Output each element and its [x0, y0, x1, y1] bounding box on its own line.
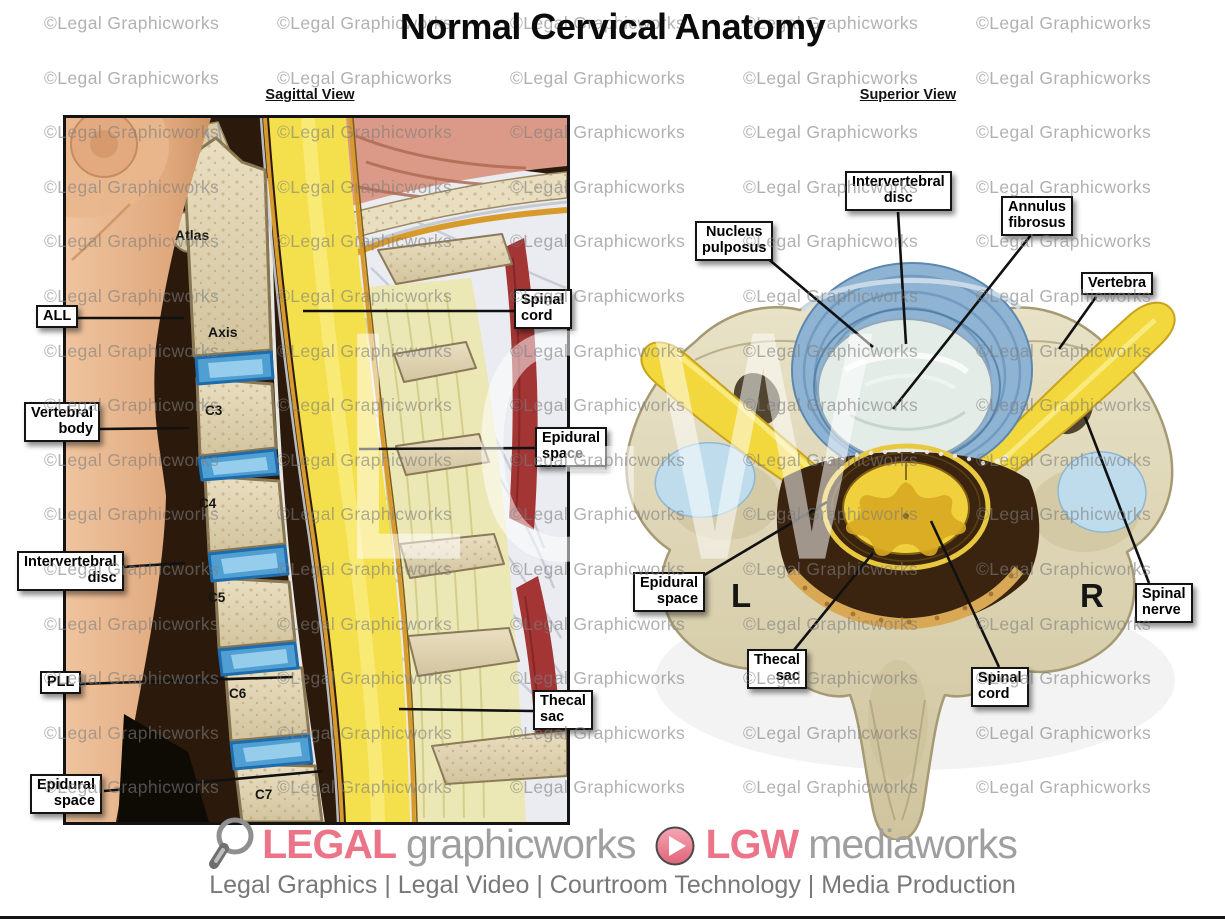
label-line-text: cord: [978, 686, 1010, 703]
sagittal-text-c6: C6: [229, 686, 247, 701]
label-line-text: PLL: [47, 674, 75, 690]
label-line-text: body: [58, 421, 94, 438]
label-line-text: Thecal: [754, 652, 800, 668]
label-line-text: ALL: [43, 308, 72, 324]
bottom-border: [0, 916, 1225, 919]
brand-legal: LEGAL: [262, 820, 397, 867]
label-line-text: space: [53, 793, 96, 810]
footer-brand: LEGAL graphicworks LGW mediaworks: [0, 814, 1225, 874]
sagittal-label-all: ALL: [36, 305, 79, 329]
sagittal-text-axis: Axis: [208, 324, 238, 340]
label-line-text: space: [656, 591, 699, 608]
brand-lgw: LGW: [705, 820, 800, 867]
label-line-text: cord: [521, 308, 553, 325]
sagittal-text-c7: C7: [255, 787, 273, 802]
label-line-text: Epidural: [542, 430, 601, 446]
sagittal-text-c3: C3: [205, 403, 223, 418]
label-line-text: sac: [540, 709, 565, 726]
label-line-text: nerve: [1142, 602, 1181, 619]
sagittal-text-c5: C5: [208, 590, 226, 605]
watermark-tile: ©Legal Graphicworks: [510, 67, 686, 88]
watermark-tile: ©Legal Graphicworks: [277, 67, 453, 88]
watermark-tile: ©Legal Graphicworks: [44, 67, 220, 88]
superior-text-side-left: L: [731, 577, 752, 614]
label-line-text: Spinal: [1142, 586, 1186, 602]
label-line-text: Spinal: [978, 670, 1022, 686]
sagittal-text-atlas: Atlas: [175, 227, 210, 243]
watermark-tile: ©Legal Graphicworks: [976, 67, 1152, 88]
magnifier-icon: [209, 817, 254, 869]
label-line-text: pulposus: [702, 240, 767, 257]
label-line-text: Nucleus: [706, 224, 763, 240]
label-line-text: Intervertebral: [852, 174, 945, 190]
sagittal-view-heading: Sagittal View: [265, 87, 355, 103]
page-title: Normal Cervical Anatomy: [399, 6, 826, 47]
superior-label-vertebra: Vertebra: [1081, 272, 1154, 296]
sagittal-text-c4: C4: [199, 496, 217, 511]
watermark-tile: ©Legal Graphicworks: [743, 67, 919, 88]
superior-illustration: [625, 262, 1176, 840]
superior-view-heading: Superior View: [859, 87, 957, 103]
play-icon: [655, 826, 695, 866]
label-line-text: space: [542, 446, 584, 463]
label-line-text: sac: [775, 668, 800, 685]
watermark-tile: ©Legal Graphicworks: [976, 122, 1152, 143]
label-line-text: Intervertebral: [24, 554, 117, 570]
label-line-text: disc: [87, 570, 117, 587]
label-line-text: Annulus: [1008, 199, 1066, 215]
label-line-text: Thecal: [540, 693, 586, 709]
label-line-text: Vertebral: [31, 405, 94, 421]
watermark-tile: ©Legal Graphicworks: [976, 176, 1152, 197]
watermark-tile: ©Legal Graphicworks: [743, 122, 919, 143]
label-line-text: fibrosus: [1008, 215, 1066, 232]
label-line-text: Epidural: [640, 575, 699, 591]
footer-tagline: Legal Graphics | Legal Video | Courtroom…: [209, 871, 1016, 899]
label-line-text: Epidural: [37, 777, 96, 793]
brand-mediaworks: mediaworks: [808, 820, 1018, 867]
sagittal-label-pll: PLL: [40, 671, 82, 695]
brand-graphicworks: graphicworks: [406, 820, 637, 867]
superior-text-side-right: R: [1080, 577, 1104, 614]
sagittal-illustration: [0, 74, 568, 824]
label-line-text: Vertebra: [1088, 275, 1147, 291]
label-line-text: disc: [883, 190, 913, 207]
label-line-text: Spinal: [521, 292, 565, 308]
sagittal-illustration-frame: [0, 74, 570, 825]
